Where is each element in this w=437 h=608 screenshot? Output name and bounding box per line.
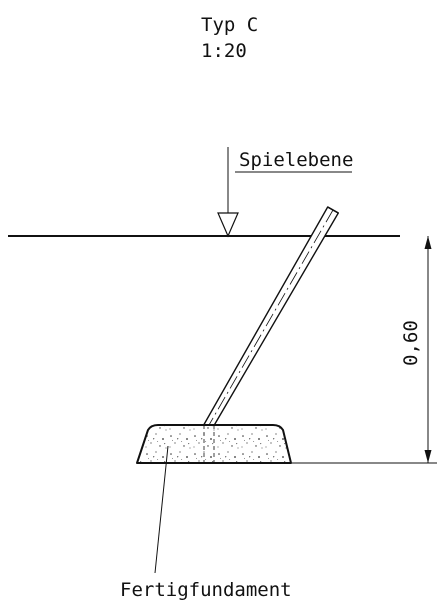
depth-dimension: 0,60 (292, 236, 437, 464)
level-marker-label: Spielebene (239, 149, 353, 171)
post-centerline (208, 209, 334, 426)
dimension-arrow-top (424, 236, 432, 249)
foundation-fill (137, 425, 291, 463)
foundation-outline (136, 424, 292, 464)
post-outline (203, 206, 339, 426)
foundation-label: Fertigfundament (120, 579, 292, 601)
dimension-value: 0,60 (400, 320, 422, 366)
type-label: Typ C (201, 14, 258, 36)
dimension-arrow-bottom (424, 450, 432, 463)
level-marker: Spielebene (217, 147, 353, 238)
level-marker-triangle (217, 212, 239, 238)
foundation-slab (136, 424, 292, 464)
scale-label: 1:20 (201, 40, 247, 62)
foundation-leader (154, 445, 169, 574)
inclined-post (203, 206, 339, 426)
